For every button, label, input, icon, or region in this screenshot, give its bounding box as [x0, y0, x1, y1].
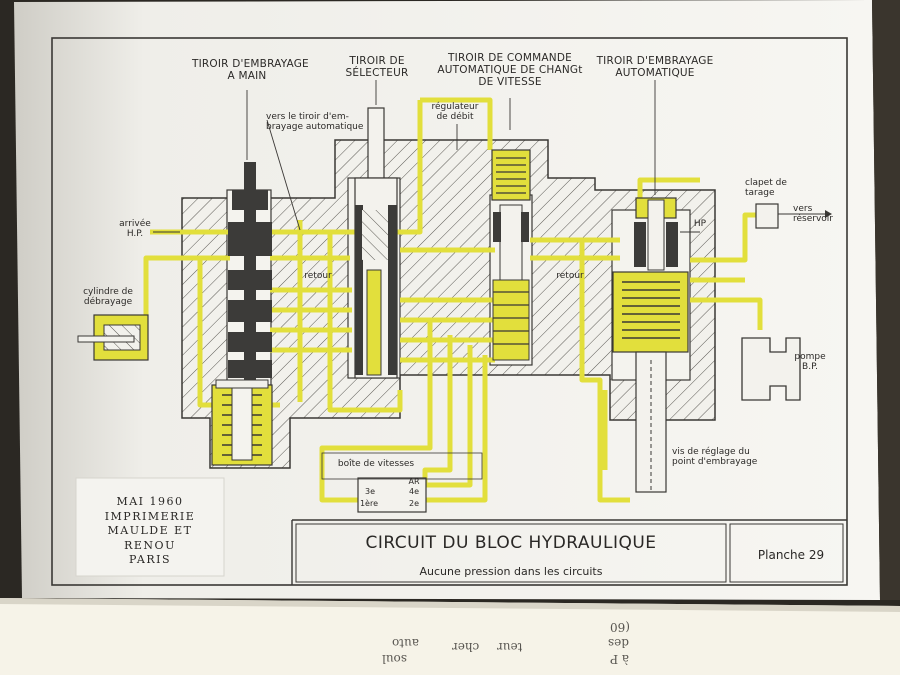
- next-page-text-4: teur: [497, 640, 523, 654]
- calibration-valve: [755, 203, 779, 229]
- valve-body: [181, 139, 716, 469]
- next-page: [0, 598, 900, 675]
- diagram-subtitle: Aucune pression dans les circuits: [419, 565, 603, 578]
- label-gear-4: 4e: [408, 487, 419, 496]
- header-auto-clutch-line1: TIROIR D'EMBRAYAGE: [596, 55, 714, 67]
- label-inlet-hp-line1: arrivée: [119, 219, 151, 229]
- header-selector: TIROIR DE SÉLECTEUR: [335, 55, 419, 79]
- label-calibration-valve-line2: tarage: [745, 188, 775, 198]
- header-auto-command-line2: AUTOMATIQUE DE CHANGt: [437, 64, 583, 76]
- header-auto-command-line1: TIROIR DE COMMANDE: [448, 52, 572, 64]
- diagram-title: CIRCUIT DU BLOC HYDRAULIQUE: [365, 533, 657, 553]
- label-gear-3: 3e: [364, 487, 375, 496]
- label-gear-1: 1ère: [359, 499, 379, 508]
- header-manual-clutch-line1: TIROIR D'EMBRAYAGE: [192, 58, 309, 70]
- imprint-stamp: MAI 1960 IMPRIMERIE MAULDE ET RENOU PARI…: [82, 484, 218, 570]
- label-pump-line1: pompe: [794, 352, 826, 362]
- label-adjust-screw-line2: point d'embrayage: [672, 457, 758, 467]
- label-hp: HP: [693, 219, 707, 229]
- label-calibration-valve-line1: clapet de: [745, 178, 787, 188]
- gearbox-box: [357, 477, 427, 513]
- label-clutch-cylinder-line2: débrayage: [83, 297, 133, 307]
- label-clutch-cylinder: cylindre de débrayage: [78, 287, 138, 307]
- manual-clutch-spool: [215, 162, 272, 389]
- next-page-text-3: cher: [452, 640, 480, 654]
- label-adjust-screw-line1: vis de réglage du: [672, 447, 750, 457]
- label-gear-2: 2e: [408, 499, 419, 508]
- imprint-line-company: MAULDE ET RENOU: [107, 524, 193, 552]
- plate-number: Planche 29: [757, 548, 825, 562]
- header-selector-line2: SÉLECTEUR: [345, 67, 409, 79]
- auto-clutch-spool: [612, 197, 689, 493]
- header-auto-clutch-line2: AUTOMATIQUE: [615, 67, 695, 79]
- label-to-reservoir: vers réservoir: [793, 204, 833, 224]
- leader-lines: [153, 80, 700, 233]
- label-to-reservoir-line2: réservoir: [793, 214, 833, 224]
- header-auto-command-line3: DE VITESSE: [478, 76, 542, 88]
- label-flow-regulator-line1: régulateur: [431, 102, 479, 112]
- label-pump-line2: B.P.: [802, 362, 818, 372]
- label-return-left: retour: [304, 271, 332, 281]
- next-page-text-2: auto: [392, 636, 419, 650]
- clutch-spring-chamber: [211, 384, 273, 466]
- header-manual-clutch-line2: A MAIN: [227, 70, 267, 82]
- next-page-text-1: soul: [382, 652, 407, 666]
- next-page-text-7: à P: [610, 652, 630, 666]
- label-pump: pompe B.P.: [788, 352, 832, 372]
- clutch-cylinder: [77, 314, 149, 361]
- label-to-auto-clutch: vers le tiroir d'em- brayage automatique: [266, 112, 363, 132]
- label-calibration-valve: clapet de tarage: [745, 178, 787, 198]
- next-page-text-6: des: [608, 636, 629, 650]
- label-inlet-hp-line2: H.P.: [126, 229, 144, 239]
- imprint-line-city: PARIS: [129, 553, 171, 566]
- label-flow-regulator-line2: de débit: [436, 112, 474, 122]
- header-manual-clutch: TIROIR D'EMBRAYAGE A MAIN: [192, 58, 309, 82]
- header-auto-command: TIROIR DE COMMANDE AUTOMATIQUE DE CHANGt…: [425, 52, 595, 88]
- imprint-line-printer: IMPRIMERIE: [104, 509, 196, 523]
- next-page-text-5: (60: [610, 620, 630, 634]
- header-selector-line1: TIROIR DE: [349, 55, 405, 67]
- label-to-auto-clutch-line2: brayage automatique: [266, 122, 364, 132]
- label-gearbox: boîte de vitesses: [337, 459, 415, 469]
- label-gear-ar: AR: [408, 477, 420, 486]
- label-to-auto-clutch-line1: vers le tiroir d'em-: [266, 112, 349, 122]
- label-flow-regulator: régulateur de débit: [425, 102, 485, 122]
- label-clutch-cylinder-line1: cylindre de: [83, 287, 133, 297]
- pump-shape: [741, 337, 801, 401]
- header-auto-clutch: TIROIR D'EMBRAYAGE AUTOMATIQUE: [592, 55, 718, 79]
- label-inlet-hp: arrivée H.P.: [115, 219, 155, 239]
- imprint-line-date: MAI 1960: [116, 495, 184, 508]
- auto-shift-spool: [491, 149, 531, 361]
- selector-spool: [354, 107, 398, 379]
- label-to-reservoir-line1: vers: [793, 204, 813, 214]
- label-return-right: retour: [556, 271, 584, 281]
- label-adjust-screw: vis de réglage du point d'embrayage: [672, 447, 757, 467]
